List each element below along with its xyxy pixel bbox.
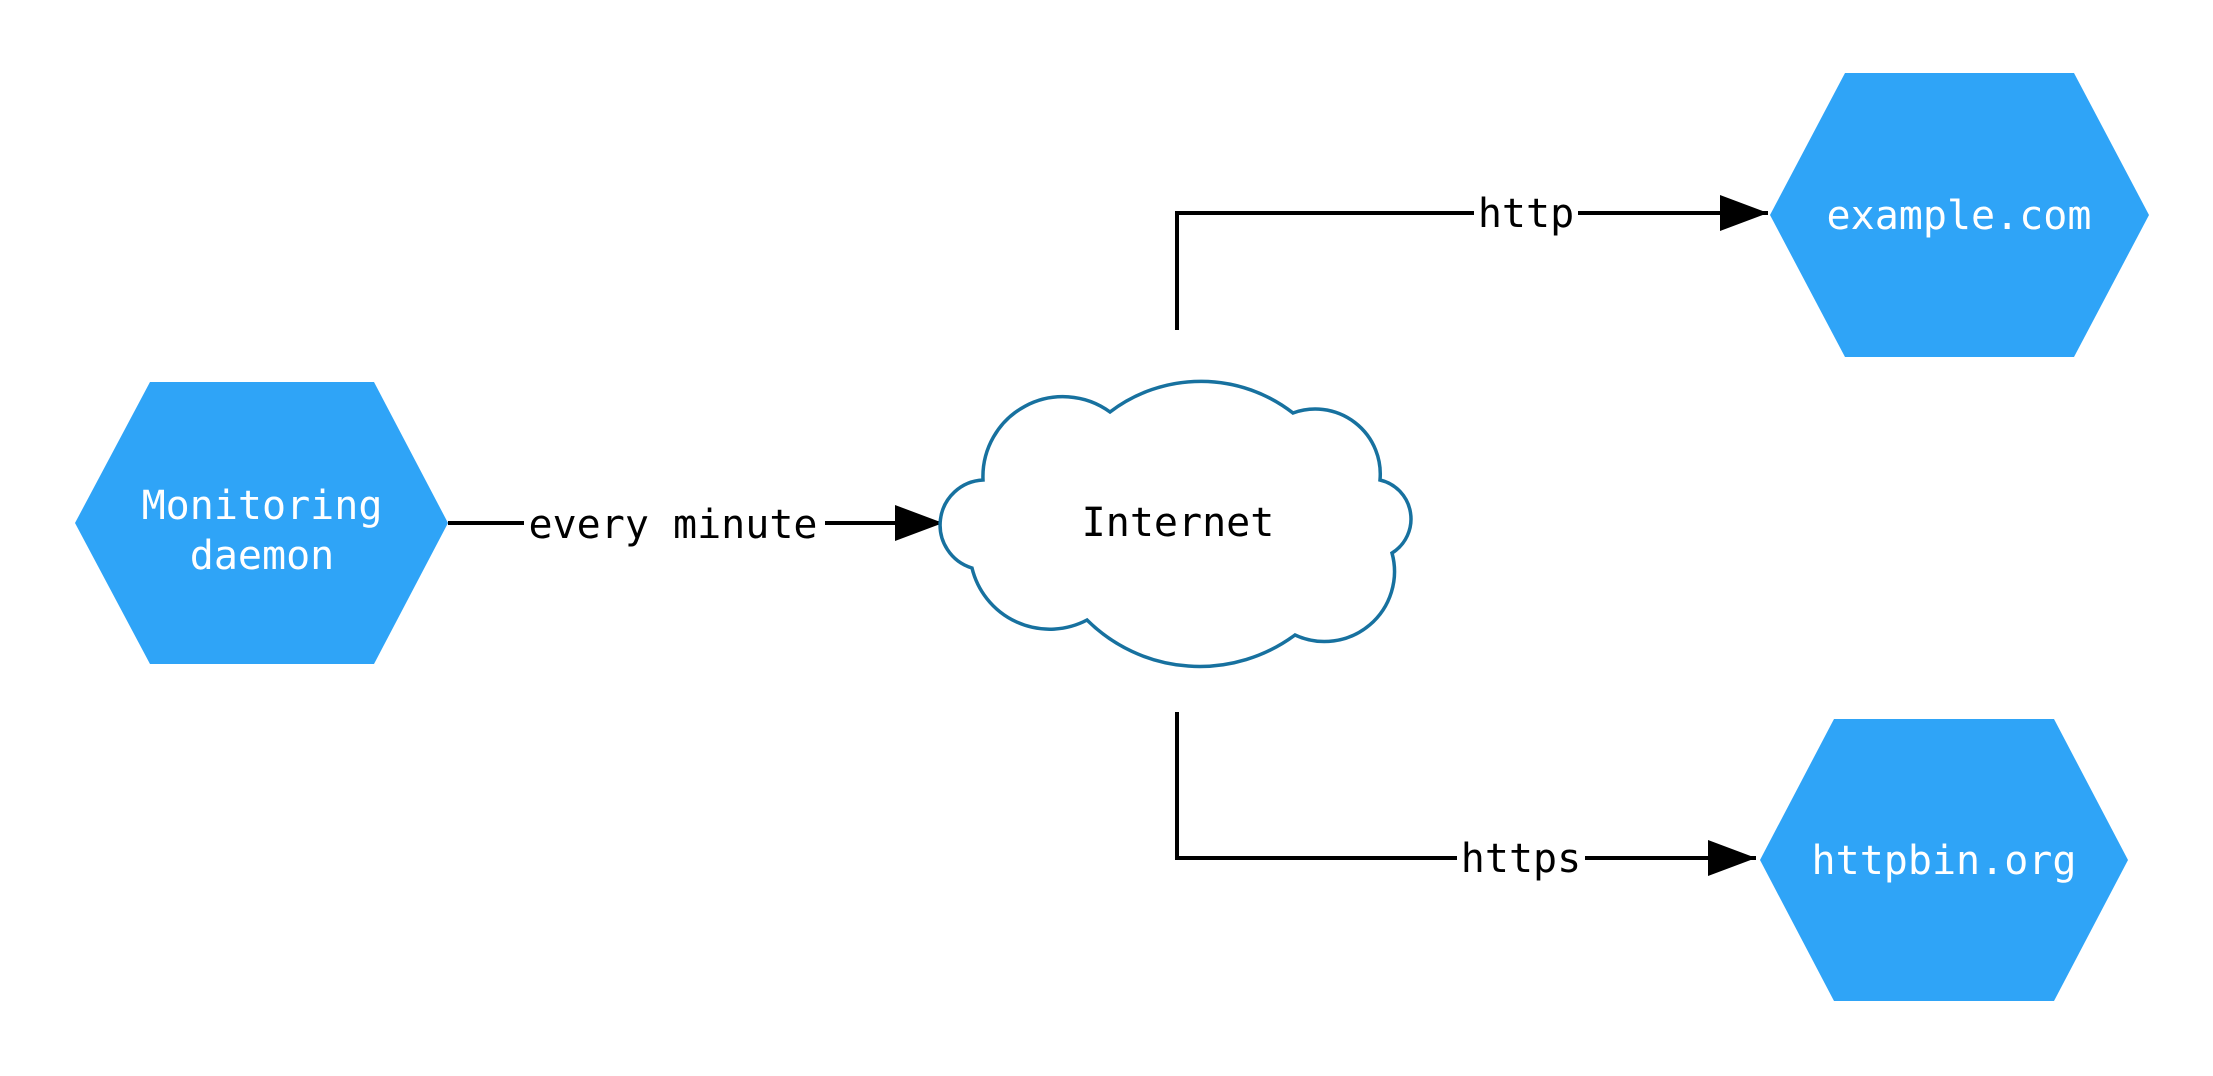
edge-http-elbow <box>1175 211 1474 330</box>
monitoring-daemon-node: Monitoring daemon <box>75 382 448 664</box>
edge-every-minute-label: every minute <box>529 502 818 548</box>
internet-cloud-node: Internet <box>938 379 1413 669</box>
edge-https: https <box>1175 712 1756 882</box>
monitoring-daemon-label-line2: daemon <box>190 533 335 579</box>
edge-https-label: https <box>1461 836 1581 882</box>
edge-https-elbow <box>1175 712 1457 860</box>
edge-every-minute: every minute <box>448 502 943 548</box>
example-com-node: example.com <box>1770 73 2149 357</box>
httpbin-org-node: httpbin.org <box>1760 719 2128 1001</box>
example-com-hexagon <box>1770 73 2149 357</box>
monitoring-daemon-hexagon <box>75 382 448 664</box>
internet-label: Internet <box>1082 500 1275 546</box>
edge-http-label: http <box>1478 191 1574 237</box>
httpbin-org-hexagon <box>1760 719 2128 1001</box>
edge-http: http <box>1175 191 1768 330</box>
example-com-label: example.com <box>1827 193 2092 239</box>
monitoring-daemon-label-line1: Monitoring <box>142 483 383 529</box>
cloud-icon <box>938 379 1413 669</box>
httpbin-org-label: httpbin.org <box>1812 838 2077 884</box>
